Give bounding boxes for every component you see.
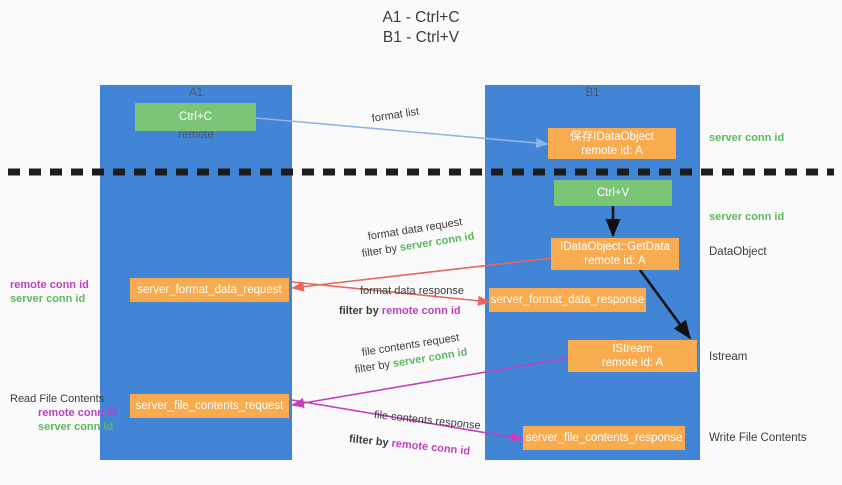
lane-header-a1-name: A1 — [188, 87, 204, 99]
right-label-write-file-contents: Write File Contents — [709, 432, 807, 444]
node-ctrl-c[interactable]: Ctrl+C — [135, 103, 256, 131]
edge-label-format-data-response: format data response — [360, 285, 464, 297]
node-istream[interactable]: IStream remote id: A — [568, 340, 697, 372]
arrow-file-contents-request — [291, 357, 569, 409]
page-title: A1 - Ctrl+C B1 - Ctrl+V — [382, 9, 460, 46]
node-server-format-data-request[interactable]: server_format_data_request — [130, 278, 289, 302]
filter-by-text-2: filter by — [339, 305, 382, 317]
arrow-format-list — [255, 117, 549, 149]
filter-by-text-4: filter by — [348, 433, 393, 450]
remote-conn-id-text-2: remote conn id — [381, 305, 461, 317]
node-ctrl-v[interactable]: Ctrl+V — [554, 180, 672, 206]
arrow-getdata-to-istream — [638, 269, 692, 340]
node-idataobject-getdata[interactable]: IDataObject::GetData remote id: A — [551, 238, 679, 270]
left-annotation-file: Read File Contents remote conn id server… — [10, 392, 117, 434]
left-format-server-conn-id: server conn id — [10, 293, 86, 305]
arrow-format-data-request — [291, 257, 553, 292]
left-format-remote-conn-id: remote conn id — [10, 279, 89, 291]
left-file-heading: Read File Contents — [10, 393, 105, 405]
lane-header-b1-name: B1 — [585, 87, 600, 99]
arrow-format-data-response — [291, 281, 491, 306]
node-server-format-data-response[interactable]: server_format_data_response — [489, 288, 646, 312]
node-server-file-contents-response[interactable]: server_file_contents_response — [523, 426, 685, 450]
lane-header-a1-subtitle: remote — [178, 129, 214, 141]
left-annotation-format: remote conn id server conn id — [10, 278, 89, 306]
edge-filter-format-data-response: filter by remote conn id — [339, 304, 461, 319]
arrow-file-contents-response — [291, 399, 524, 443]
left-file-remote-conn-id: remote conn id — [38, 407, 117, 419]
node-save-idataobject[interactable]: 保存IDataObject remote id: A — [548, 128, 676, 159]
right-label-dataobject: DataObject — [709, 246, 767, 258]
lane-header-a1: A1 remote — [100, 58, 292, 170]
right-label-istream: Istream — [709, 351, 748, 363]
node-server-file-contents-request[interactable]: server_file_contents_request — [130, 394, 289, 418]
right-label-server-conn-id-second: server conn id — [709, 211, 785, 223]
right-label-server-conn-id-top: server conn id — [709, 132, 785, 144]
left-file-server-conn-id: server conn id — [38, 421, 114, 433]
